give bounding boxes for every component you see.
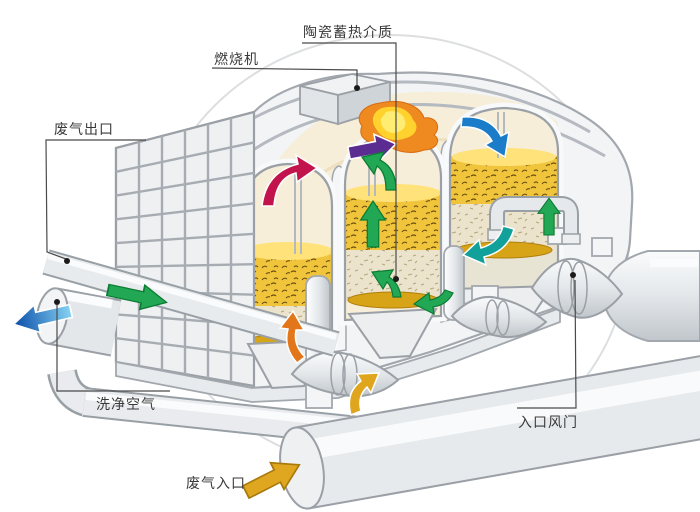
leader-dots [54, 85, 576, 305]
arrow-orange-chamber1-feed-icon [278, 309, 307, 365]
arrow-purple-burner-icon [346, 132, 398, 163]
arrow-teal-chamber3-bottom-icon [461, 225, 515, 267]
arrow-green-manifold2-icon [412, 289, 454, 316]
leader-waste-gas-outlet [45, 139, 146, 260]
arrow-amber-valve-feed-icon [348, 372, 381, 417]
leader-ceramic-media [302, 42, 397, 277]
leader-inlet-damper [517, 279, 577, 409]
cone-2 [347, 307, 438, 360]
arrow-green-chamber3-up-icon [536, 197, 562, 236]
arrow-blue-exit-icon [12, 303, 74, 334]
heat-exchanger-grid-panel [114, 110, 256, 388]
label-clean-air: 洗净空气 [96, 396, 156, 412]
arrow-blue-chamber3-down-icon [460, 116, 510, 159]
label-waste-gas-inlet: 废气入口 [186, 475, 246, 491]
arrow-green-chamber2-up-icon [359, 199, 387, 248]
chamber-3 [444, 102, 564, 298]
arrow-gold-inlet-icon [241, 461, 301, 500]
valve-3-inlet-damper [530, 257, 624, 319]
leader-lines [45, 42, 577, 409]
arrow-green-duct-icon [105, 283, 168, 311]
flange-box-2 [591, 237, 613, 257]
label-burner: 燃烧机 [214, 51, 259, 67]
label-ceramic-media: 陶瓷蓄热介质 [303, 24, 393, 40]
poppet-valves [290, 257, 624, 398]
valve-2 [450, 296, 548, 339]
arrow-red-chamber1-icon [261, 153, 319, 207]
leader-clean-air [56, 305, 170, 392]
leader-burner [211, 67, 358, 85]
arrow-green-curl-icon [360, 151, 397, 191]
waste-gas-inlet-pipe [279, 355, 700, 510]
chamber-2 [339, 130, 447, 326]
arrow-green-manifold1-icon [370, 269, 402, 298]
label-inlet-damper: 入口风门 [518, 414, 578, 430]
label-waste-gas-outlet: 废气出口 [54, 121, 114, 137]
actuator-2 [443, 245, 465, 321]
flow-arrows [12, 116, 562, 500]
